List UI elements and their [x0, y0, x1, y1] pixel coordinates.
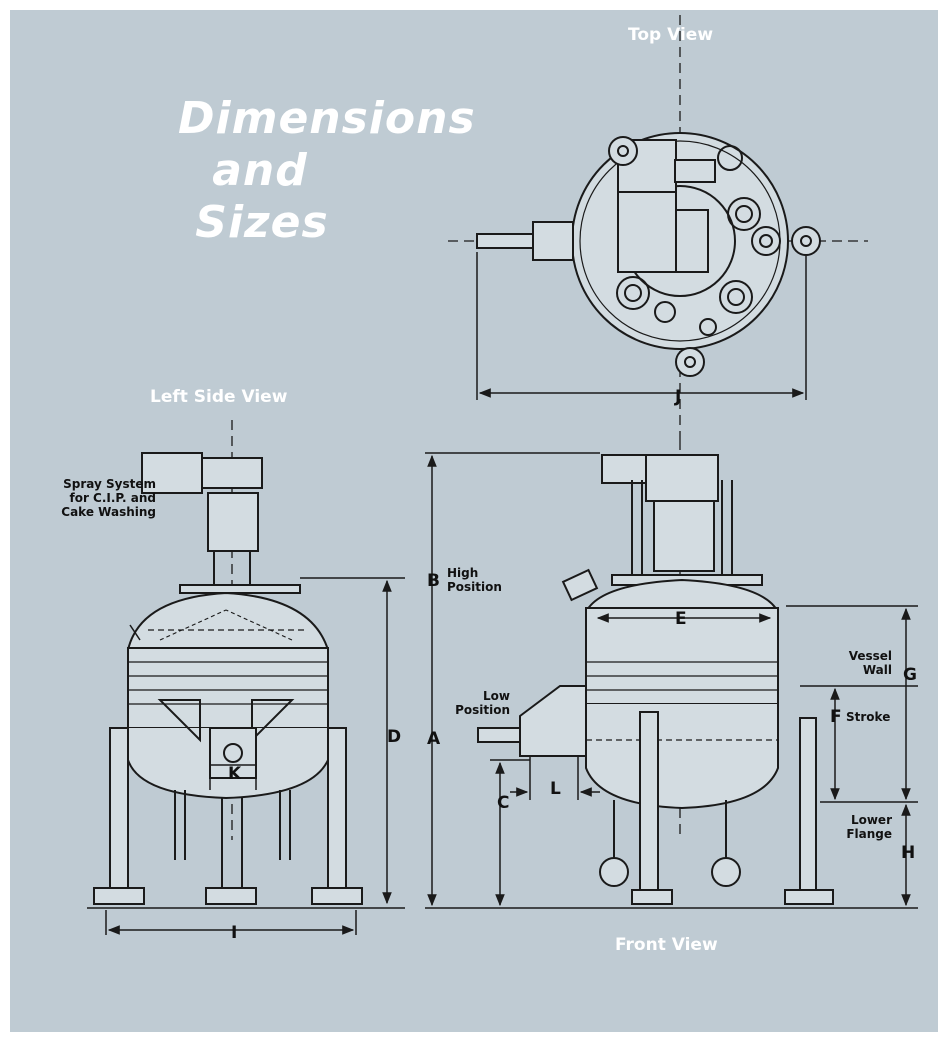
spray-note-line-1: Spray System [63, 477, 156, 491]
low-note-line-2: Position [455, 703, 510, 717]
low-position-note: Low Position [440, 689, 510, 717]
vessel-wall-note: Vessel Wall [820, 649, 892, 677]
dimension-l: L [550, 779, 561, 799]
spray-system-note: Spray System for C.I.P. and Cake Washing [44, 477, 156, 519]
top-view-drawing [448, 15, 868, 440]
front-view-label: Front View [615, 935, 718, 955]
dimension-i: I [231, 923, 238, 943]
high-position-note: High Position [447, 566, 502, 594]
dimension-e: E [675, 609, 687, 629]
dimension-a: A [427, 729, 441, 749]
dimension-j: J [675, 387, 682, 407]
high-note-line-1: High [447, 566, 479, 580]
dimension-c: C [497, 793, 510, 813]
dimension-h: H [901, 843, 916, 863]
flange-note-line-2: Flange [846, 827, 892, 841]
background-panel [10, 10, 938, 1032]
dimension-d: D [387, 727, 402, 747]
vessel-note-line-1: Vessel [848, 649, 892, 663]
stroke-note: Stroke [846, 710, 891, 724]
left-side-view-drawing [93, 420, 363, 905]
spray-note-line-3: Cake Washing [61, 505, 156, 519]
dimension-lines-left-view [87, 577, 405, 935]
lower-flange-note: Lower Flange [820, 813, 892, 841]
low-note-line-1: Low [483, 689, 510, 703]
flange-note-line-1: Lower [850, 813, 892, 827]
title-line-2: and [212, 145, 308, 196]
dimension-f: F [830, 707, 842, 727]
vessel-note-line-2: Wall [862, 663, 892, 677]
top-view-label: Top View [628, 25, 714, 45]
title-line-1: Dimensions [178, 93, 476, 144]
high-note-line-2: Position [447, 580, 502, 594]
dimension-k: K [228, 764, 242, 784]
title-line-3: Sizes [195, 197, 329, 248]
front-view-drawing [477, 440, 834, 905]
dimension-b: B [427, 571, 440, 591]
dimension-lines-front-view [425, 452, 918, 909]
left-side-view-label: Left Side View [150, 387, 288, 407]
dimension-line-j [476, 252, 807, 400]
spray-note-line-2: for C.I.P. and [69, 491, 156, 505]
dimension-g: G [903, 665, 917, 685]
